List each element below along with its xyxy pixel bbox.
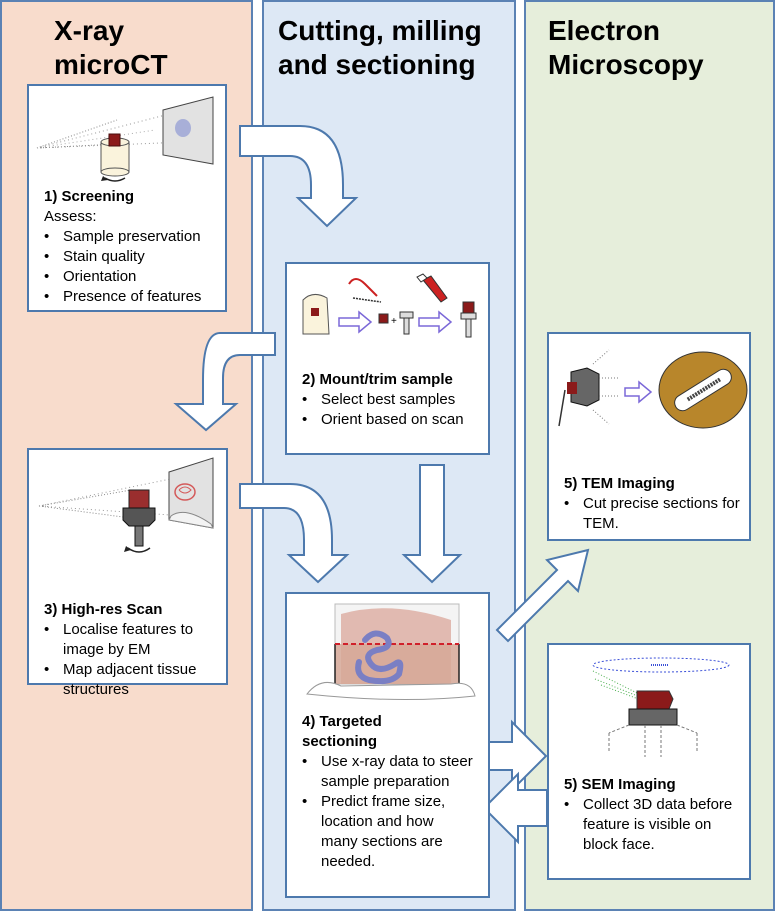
tem-bullets: Cut precise sections for TEM. bbox=[564, 494, 743, 534]
arrow-mount-to-highres-icon bbox=[173, 332, 276, 432]
list-item: Cut precise sections for TEM. bbox=[564, 494, 743, 534]
sem-stage-icon bbox=[592, 657, 730, 757]
sem-bullets: Collect 3D data before feature is visibl… bbox=[564, 795, 743, 855]
list-item: Use x-ray data to steer sample preparati… bbox=[302, 752, 474, 792]
cutting-column-title: Cutting, milling and sectioning bbox=[278, 15, 482, 80]
highres-bullets: Localise features to image by EM Map adj… bbox=[44, 620, 220, 700]
svg-text:+: + bbox=[391, 316, 397, 327]
highres-box: 3) High-res Scan Localise features to im… bbox=[27, 448, 228, 698]
tem-title: 5) TEM Imaging bbox=[564, 475, 675, 492]
screening-title: 1) Screening bbox=[44, 188, 135, 205]
arrow-targeted-to-sem-icon bbox=[487, 719, 548, 793]
screening-box: 1) Screening Assess: Sample preservation… bbox=[27, 84, 227, 312]
targeted-title: 4) Targeted sectioning bbox=[302, 713, 382, 750]
list-item: Predict frame size, location and how man… bbox=[302, 792, 474, 872]
screening-bullets: Sample preservation Stain quality Orient… bbox=[44, 227, 219, 307]
block-face-icon bbox=[306, 603, 476, 701]
screening-subtitle: Assess: bbox=[44, 208, 97, 225]
targeted-bullets: Use x-ray data to steer sample preparati… bbox=[302, 752, 474, 872]
tem-grid-icon bbox=[558, 349, 748, 429]
xray-column-title: X-ray microCT bbox=[54, 15, 168, 80]
arrow-highres-to-targeted-icon bbox=[239, 483, 350, 584]
tem-box: 5) TEM Imaging Cut precise sections for … bbox=[547, 332, 751, 541]
mount-trim-icon: + bbox=[302, 273, 477, 338]
arrow-mount-down-to-targeted-icon bbox=[401, 464, 463, 584]
list-item: Sample preservation bbox=[44, 227, 219, 247]
mount-bullets: Select best samples Orient based on scan bbox=[302, 390, 482, 430]
screening-text: 1) Screening Assess: Sample preservation… bbox=[44, 187, 219, 307]
list-item: Orientation bbox=[44, 267, 219, 287]
arrow-sem-to-targeted-icon bbox=[482, 771, 548, 845]
list-item: Presence of features bbox=[44, 287, 219, 307]
highres-title: 3) High-res Scan bbox=[44, 601, 163, 618]
arrow-targeted-to-tem-icon bbox=[495, 548, 590, 643]
microct-highres-icon bbox=[38, 457, 214, 553]
sem-text: 5) SEM Imaging Collect 3D data before fe… bbox=[564, 775, 743, 855]
sem-box: 5) SEM Imaging Collect 3D data before fe… bbox=[547, 643, 751, 880]
list-item: Collect 3D data before feature is visibl… bbox=[564, 795, 743, 855]
mount-box: + 2) Mount/trim sample Select best sampl… bbox=[285, 262, 490, 455]
list-item: Orient based on scan bbox=[302, 410, 482, 430]
arrow-screening-to-mount-icon bbox=[239, 125, 359, 228]
targeted-box: 4) Targeted sectioning Use x-ray data to… bbox=[285, 592, 490, 898]
mount-text: 2) Mount/trim sample Select best samples… bbox=[302, 370, 482, 430]
targeted-text: 4) Targeted sectioning Use x-ray data to… bbox=[302, 712, 482, 872]
list-item: Stain quality bbox=[44, 247, 219, 267]
highres-text: 3) High-res Scan Localise features to im… bbox=[44, 600, 220, 700]
microct-scan-icon bbox=[36, 96, 214, 182]
list-item: Map adjacent tissue structures bbox=[44, 660, 220, 700]
sem-title: 5) SEM Imaging bbox=[564, 776, 676, 793]
mount-title: 2) Mount/trim sample bbox=[302, 371, 453, 388]
em-column-title: Electron Microscopy bbox=[548, 15, 704, 80]
list-item: Localise features to image by EM bbox=[44, 620, 220, 660]
tem-text: 5) TEM Imaging Cut precise sections for … bbox=[564, 474, 743, 534]
list-item: Select best samples bbox=[302, 390, 482, 410]
